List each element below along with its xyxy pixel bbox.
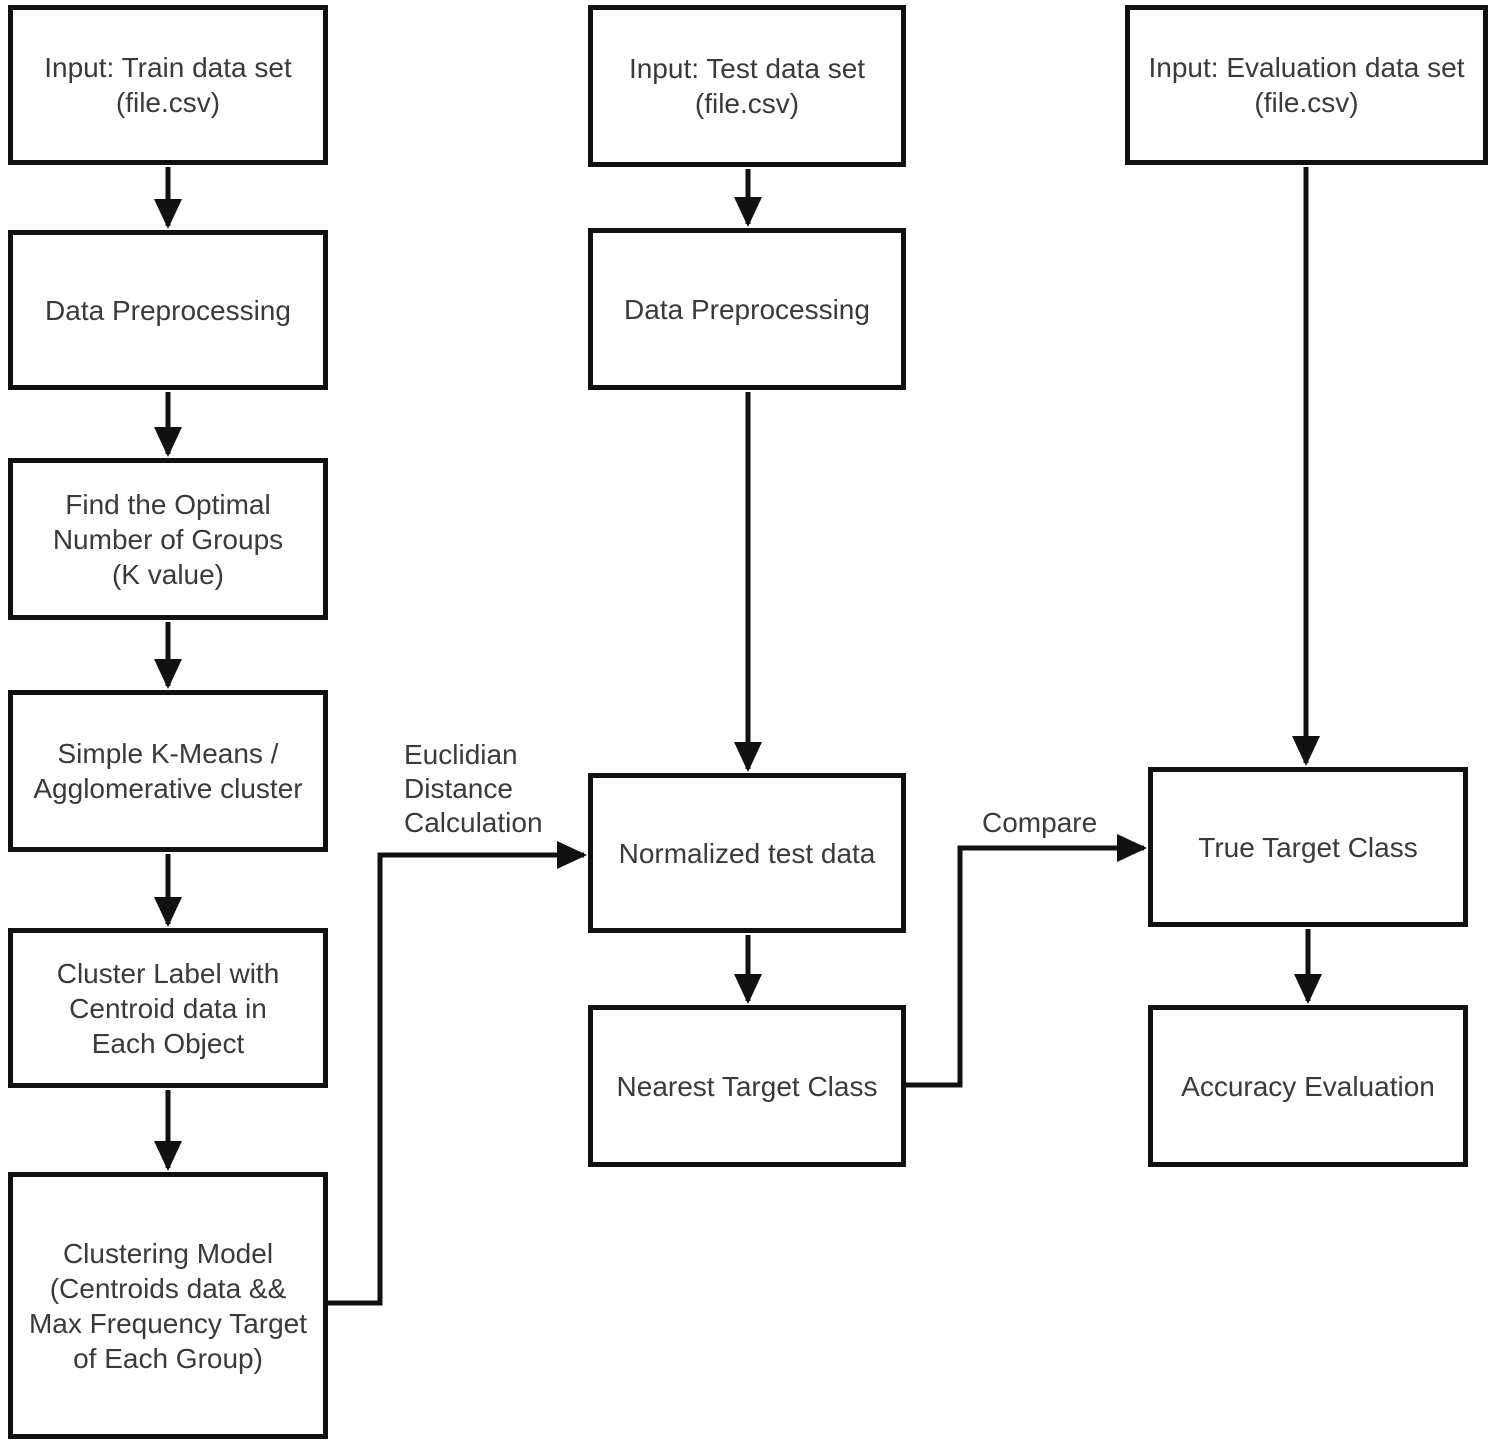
node-input-train-dataset: Input: Train data set (file.csv) (8, 5, 328, 165)
node-clustering-model: Clustering Model (Centroids data && Max … (8, 1172, 328, 1439)
node-input-evaluation-dataset: Input: Evaluation data set (file.csv) (1125, 5, 1488, 165)
arrow-clustering-model-to-normalized-test (328, 841, 587, 1306)
node-data-preprocessing-test: Data Preprocessing (588, 228, 906, 390)
node-nearest-target-class: Nearest Target Class (588, 1005, 906, 1167)
node-data-preprocessing-train: Data Preprocessing (8, 230, 328, 390)
node-input-test-dataset: Input: Test data set (file.csv) (588, 5, 906, 167)
node-normalized-test-data: Normalized test data (588, 773, 906, 933)
node-true-target-class: True Target Class (1148, 767, 1468, 927)
node-accuracy-evaluation: Accuracy Evaluation (1148, 1005, 1468, 1167)
arrow-nearest-target-to-true-target (906, 834, 1147, 1088)
label-compare: Compare (982, 807, 1098, 838)
node-kmeans-agglomerative-cluster: Simple K-Means / Agglomerative cluster (8, 690, 328, 852)
label-euclidian-distance-calculation: Euclidian Distance Calculation (404, 739, 543, 838)
node-find-optimal-k: Find the Optimal Number of Groups (K val… (8, 458, 328, 620)
node-cluster-label-centroid: Cluster Label with Centroid data in Each… (8, 928, 328, 1088)
